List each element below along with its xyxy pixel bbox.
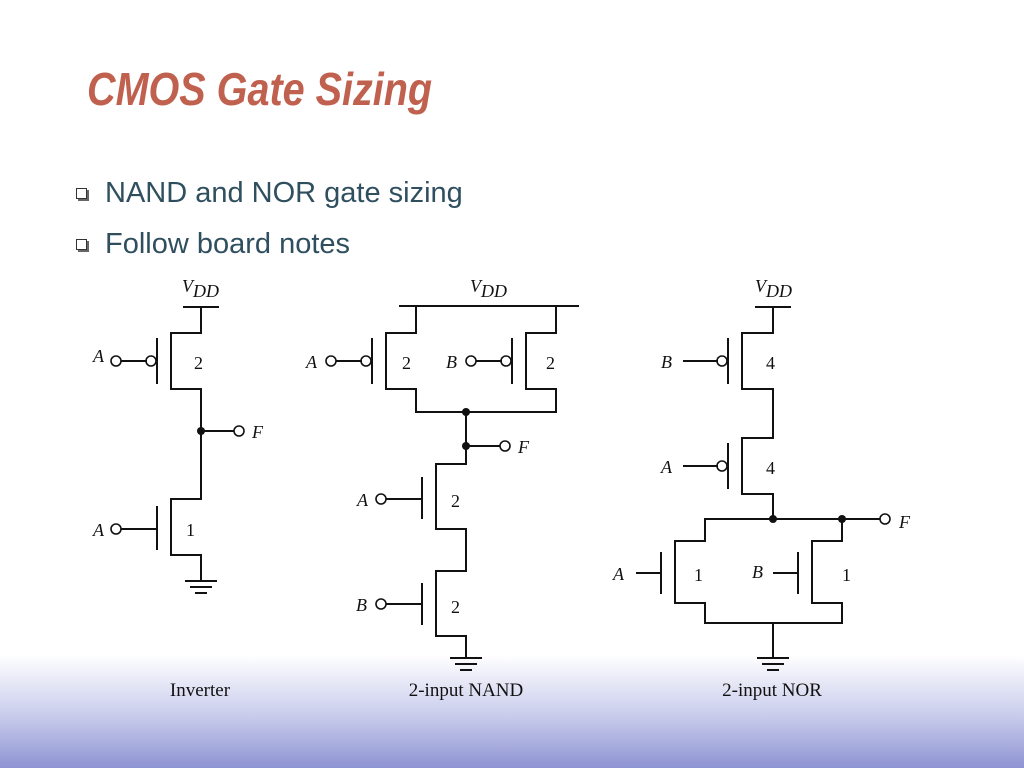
bullet-text: NAND and NOR gate sizing xyxy=(105,177,463,209)
input-label: B xyxy=(661,352,672,372)
input-label: A xyxy=(305,352,318,372)
output-terminal xyxy=(233,425,245,437)
output-label: F xyxy=(251,422,264,442)
pmos-transistor: A 2 xyxy=(92,332,203,390)
input-terminal xyxy=(325,355,337,367)
input-terminal xyxy=(110,355,122,367)
input-terminal xyxy=(465,355,477,367)
input-label: B xyxy=(446,352,457,372)
input-label: A xyxy=(660,457,673,477)
input-label: A xyxy=(92,346,105,366)
bullet-text: Follow board notes xyxy=(105,228,351,260)
input-label: A xyxy=(356,490,369,510)
pmos-transistor: B 2 xyxy=(446,332,557,390)
input-label: B xyxy=(356,595,367,615)
nor-caption: 2-input NOR xyxy=(722,680,822,701)
nmos-transistor: B 2 xyxy=(356,570,467,637)
nor-circuit: VDD B 4 A 4 F xyxy=(612,276,911,701)
inverter-circuit: VDD A 2 F A 1 xyxy=(92,276,264,701)
inverter-caption: Inverter xyxy=(170,680,231,701)
nand-circuit: VDD A 2 B 2 F xyxy=(305,276,579,701)
transistor-size: 1 xyxy=(694,565,703,585)
node-dot xyxy=(769,515,777,523)
ground-icon xyxy=(185,580,217,594)
nmos-transistor: A 1 xyxy=(612,540,706,604)
bullet-list: NAND and NOR gate sizing Follow board no… xyxy=(76,168,463,270)
vdd-label: VDD xyxy=(470,276,507,301)
ground-icon xyxy=(757,657,789,671)
nmos-transistor: A 1 xyxy=(92,498,202,556)
wire xyxy=(704,602,843,624)
output-label: F xyxy=(517,437,530,457)
input-terminal xyxy=(110,523,122,535)
transistor-size: 4 xyxy=(766,353,775,373)
transistor-size: 4 xyxy=(766,458,775,478)
pmos-transistor: B 4 xyxy=(661,332,775,390)
transistor-size: 2 xyxy=(194,353,203,373)
transistor-size: 1 xyxy=(186,520,195,540)
input-label: B xyxy=(752,562,763,582)
vdd-label: VDD xyxy=(755,276,792,301)
transistor-size: 2 xyxy=(402,353,411,373)
vdd-label: VDD xyxy=(182,276,219,301)
nmos-transistor: A 2 xyxy=(356,463,467,530)
transistor-size: 2 xyxy=(546,353,555,373)
input-terminal xyxy=(375,598,387,610)
nmos-transistor: B 1 xyxy=(752,540,851,604)
checkbox-bullet-icon xyxy=(76,239,87,250)
input-terminal xyxy=(375,493,387,505)
output-label: F xyxy=(898,512,911,532)
slide-title: CMOS Gate Sizing xyxy=(87,63,433,115)
nand-caption: 2-input NAND xyxy=(409,680,524,701)
checkbox-bullet-icon xyxy=(76,188,87,199)
output-terminal xyxy=(879,513,891,525)
output-terminal xyxy=(499,440,511,452)
ground-icon xyxy=(450,657,482,671)
wire xyxy=(415,388,557,413)
pmos-transistor: A 2 xyxy=(305,332,417,390)
input-label: A xyxy=(92,520,105,540)
transistor-size: 2 xyxy=(451,491,460,511)
pmos-transistor: A 4 xyxy=(660,437,775,495)
transistor-size: 2 xyxy=(451,597,460,617)
bullet-item: NAND and NOR gate sizing xyxy=(76,168,463,219)
input-label: A xyxy=(612,564,625,584)
transistor-size: 1 xyxy=(842,565,851,585)
bullet-item: Follow board notes xyxy=(76,219,463,270)
